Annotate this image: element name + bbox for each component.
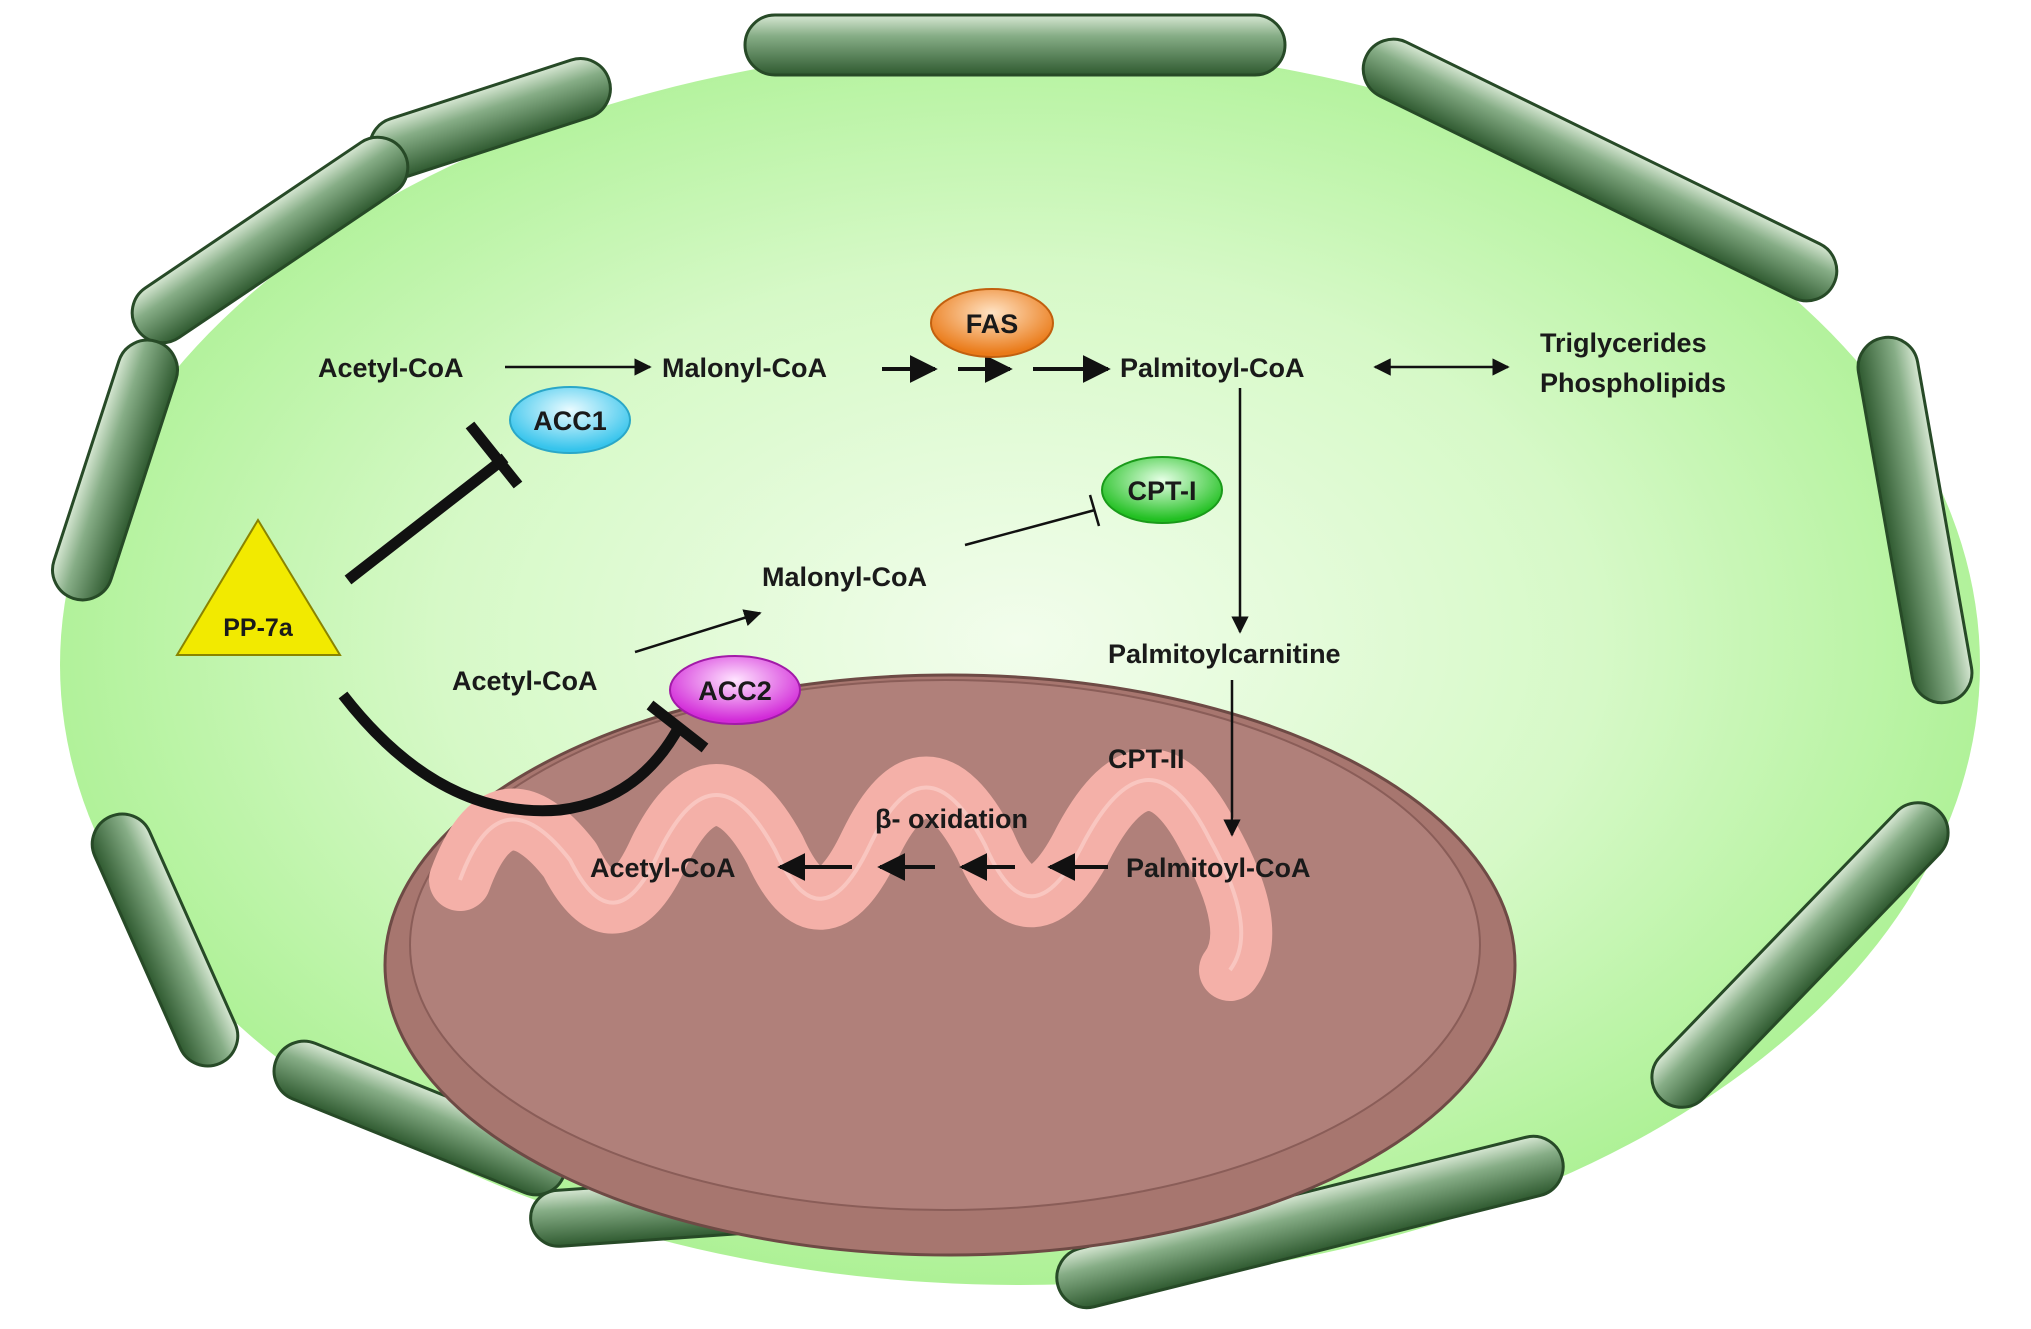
label-acetyl-coa-mid: Acetyl-CoA	[452, 666, 598, 696]
label-palmitoyl-coa-top: Palmitoyl-CoA	[1120, 353, 1305, 383]
arrow-acetyl2-to-malonyl2	[634, 609, 762, 654]
acc1-label: ACC1	[533, 406, 607, 436]
mitochondrion	[383, 673, 1517, 1257]
enzyme-cpt1: CPT-I	[1101, 456, 1223, 524]
enzyme-acc2: ACC2	[669, 655, 801, 725]
inhibit-pp7a-acc2	[338, 691, 685, 817]
pp7a-inhibition	[338, 421, 709, 817]
label-malonyl-coa-top: Malonyl-CoA	[662, 353, 827, 383]
pp7a-triangle	[175, 518, 342, 656]
membrane-segment	[1361, 37, 1839, 303]
enzyme-acc1: ACC1	[509, 386, 631, 454]
fas-label: FAS	[966, 309, 1019, 339]
membrane-segment	[1856, 335, 1974, 705]
inhibit-pp7a-acc2-bar	[646, 700, 709, 753]
membrane-segment	[51, 338, 179, 602]
cpt1-label: CPT-I	[1127, 476, 1196, 506]
membrane-segment	[1650, 801, 1950, 1109]
inhibit-malonyl-cpt1	[964, 508, 1096, 547]
mitochondrion-cristae-edge	[458, 778, 1244, 972]
pathway-arrows	[505, 355, 1510, 881]
cpt1-ellipse	[1101, 456, 1223, 524]
label-beta-oxidation: β- oxidation	[875, 804, 1028, 834]
fas-ellipse	[930, 288, 1054, 358]
membrane-segment	[743, 13, 1287, 77]
inhibit-malonyl-cpt1-bar	[1088, 494, 1101, 527]
enzyme-fas: FAS	[930, 288, 1054, 358]
membrane-segment	[130, 135, 410, 345]
pp7a-compound: PP-7a	[175, 518, 342, 656]
acc2-label: ACC2	[698, 676, 772, 706]
acc1-ellipse	[509, 386, 631, 454]
label-acetyl-coa-mito: Acetyl-CoA	[590, 853, 736, 883]
label-cpt2: CPT-II	[1108, 744, 1185, 774]
label-palmitoyl-coa-mito: Palmitoyl-CoA	[1126, 853, 1311, 883]
label-palmitoylcarnitine: Palmitoylcarnitine	[1108, 639, 1341, 669]
label-phospholipids: Phospholipids	[1540, 368, 1726, 398]
label-acetyl-coa-top: Acetyl-CoA	[318, 353, 464, 383]
label-malonyl-coa-mid: Malonyl-CoA	[762, 562, 927, 592]
label-triglycerides: Triglycerides	[1540, 328, 1707, 358]
membrane-segment	[90, 812, 240, 1068]
inhibit-pp7a-acc1	[344, 453, 509, 585]
acc2-ellipse	[669, 655, 801, 725]
metabolite-labels: Acetyl-CoA Malonyl-CoA Palmitoyl-CoA Tri…	[318, 328, 1726, 883]
pp7a-label: PP-7a	[223, 614, 294, 642]
inhibit-pp7a-acc1-bar	[465, 421, 523, 489]
